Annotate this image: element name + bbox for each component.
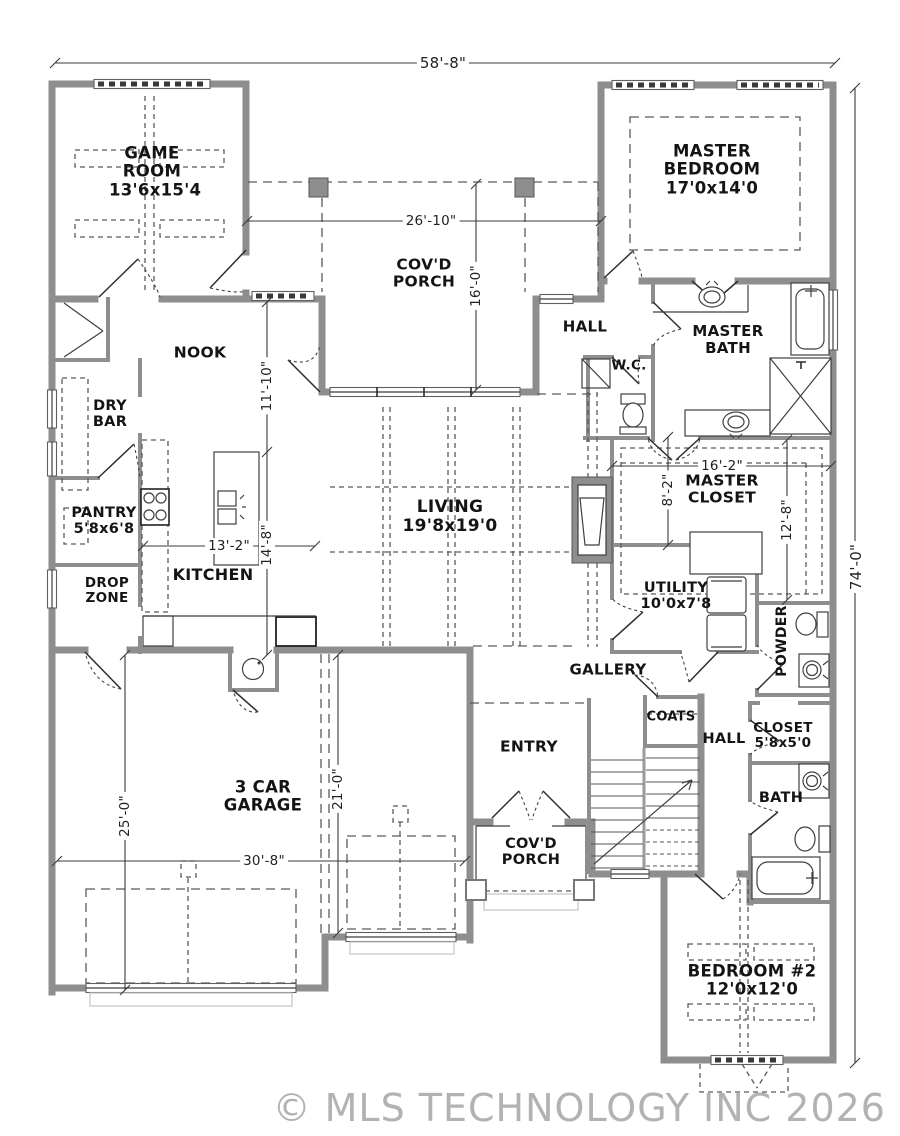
garage-doors bbox=[85, 931, 457, 1007]
room-label-coats: COATS bbox=[636, 709, 706, 726]
room-label-master-closet: MASTER CLOSET bbox=[672, 471, 772, 508]
room-dims: 17'0x14'0 bbox=[665, 178, 759, 198]
room-name: BEDROOM #2 bbox=[687, 961, 817, 981]
dim-closet-width: 16'-2" bbox=[698, 458, 746, 474]
room-label-dry-bar: DRY BAR bbox=[84, 398, 136, 430]
room-name: GALLERY bbox=[569, 660, 647, 679]
dim-garage-depth2: 21'-0" bbox=[330, 765, 346, 813]
dim-nook: 11'-10" bbox=[259, 357, 275, 415]
garage-dashes bbox=[85, 654, 456, 985]
porch-post bbox=[573, 879, 595, 901]
room-dims: 19'8x19'0 bbox=[402, 516, 498, 536]
dim-overall-height: 74'-0" bbox=[847, 540, 865, 594]
dim-closet-depth1: 8'-2" bbox=[660, 470, 676, 510]
room-label-hall-lower: HALL bbox=[689, 731, 759, 747]
fireplace bbox=[571, 476, 613, 564]
room-name: MASTER BEDROOM bbox=[663, 141, 761, 179]
dim-overall-width: 58'-8" bbox=[416, 54, 470, 72]
room-name: PANTRY bbox=[71, 504, 137, 521]
room-label-wc: W.C. bbox=[599, 358, 659, 373]
porch-post bbox=[465, 879, 487, 901]
porch-post bbox=[308, 177, 329, 198]
room-label-covd-porch-top: COV'D PORCH bbox=[384, 255, 464, 292]
dim-kitchen-width: 13'-2" bbox=[205, 538, 253, 554]
covered-porch-outline-top bbox=[248, 177, 599, 395]
ceiling-dashes-bedroom2 bbox=[687, 880, 815, 1053]
dim-garage-depth1: 25'-0" bbox=[117, 792, 133, 840]
room-label-covd-porch-bottom: COV'D PORCH bbox=[496, 836, 566, 868]
walk-in-shower bbox=[769, 357, 832, 435]
room-dims: 5'8x5'0 bbox=[754, 735, 812, 751]
bath2-fixtures bbox=[751, 763, 831, 900]
copyright-watermark: © MLS TECHNOLOGY INC 2026 bbox=[272, 1086, 886, 1130]
room-dims: 5'8x6'8 bbox=[73, 521, 135, 537]
room-label-nook: NOOK bbox=[160, 344, 240, 361]
room-dims: 12'0x12'0 bbox=[705, 980, 799, 999]
room-label-hall-upper: HALL bbox=[550, 317, 620, 336]
room-name: MASTER CLOSET bbox=[685, 471, 759, 507]
room-label-entry: ENTRY bbox=[484, 738, 574, 755]
room-label-powder: POWDER bbox=[774, 596, 791, 686]
room-label-garage: 3 CAR GARAGE bbox=[217, 777, 309, 816]
dim-kitchen-depth: 14'-8" bbox=[259, 521, 275, 569]
room-name: MASTER BATH bbox=[692, 322, 764, 357]
room-label-bath: BATH bbox=[746, 790, 816, 806]
room-name: COV'D PORCH bbox=[501, 835, 561, 868]
bedroom2-stoop bbox=[699, 1063, 789, 1093]
gallery-dashes bbox=[470, 645, 586, 704]
room-name: CLOSET bbox=[753, 719, 813, 736]
dim-porch-depth: 16'-0" bbox=[468, 262, 484, 310]
room-name: COATS bbox=[646, 709, 696, 725]
room-dims: 13'6x15'4 bbox=[109, 180, 202, 200]
linen-closet bbox=[581, 358, 611, 389]
room-name: KITCHEN bbox=[172, 565, 254, 585]
room-label-drop-zone: DROP ZONE bbox=[81, 574, 133, 606]
room-name: BATH bbox=[758, 789, 804, 806]
room-dims: 10'0x7'8 bbox=[640, 596, 712, 612]
dim-garage-width: 30'-8" bbox=[240, 853, 288, 869]
ceiling-dashes-game-room bbox=[74, 96, 225, 290]
room-name: 3 CAR GARAGE bbox=[223, 777, 303, 815]
drop-zone-cabinet bbox=[275, 616, 317, 647]
windows bbox=[46, 78, 839, 1066]
room-name: DRY BAR bbox=[92, 397, 128, 430]
toilet-wc bbox=[619, 393, 647, 435]
room-name: DROP ZONE bbox=[84, 574, 130, 606]
room-label-kitchen: KITCHEN bbox=[158, 566, 268, 584]
room-name: UTILITY bbox=[643, 579, 709, 596]
stairs bbox=[591, 757, 700, 869]
master-bath-fixtures bbox=[653, 280, 832, 439]
dim-closet-depth2: 12'-8" bbox=[779, 496, 795, 544]
ceiling-beams-living bbox=[330, 392, 598, 647]
powder-fixtures bbox=[795, 611, 830, 688]
room-name: W.C. bbox=[611, 357, 647, 374]
doors bbox=[84, 249, 784, 900]
bathtub bbox=[790, 282, 830, 356]
room-name: LIVING bbox=[416, 496, 484, 517]
room-name: POWDER bbox=[774, 605, 791, 677]
room-name: GAME ROOM bbox=[122, 143, 182, 181]
water-heater bbox=[241, 657, 265, 681]
room-name: NOOK bbox=[173, 343, 227, 362]
washer-dryer bbox=[689, 531, 763, 652]
room-name: HALL bbox=[562, 317, 608, 336]
room-name: ENTRY bbox=[500, 737, 558, 756]
porch-post bbox=[514, 177, 535, 198]
room-label-master-bath: MASTER BATH bbox=[683, 323, 773, 357]
room-name: COV'D PORCH bbox=[392, 255, 456, 291]
interior-walls bbox=[48, 277, 837, 906]
entry-porch bbox=[465, 825, 595, 911]
room-label-gallery: GALLERY bbox=[558, 660, 658, 679]
room-name: HALL bbox=[702, 730, 746, 747]
dim-porch-width: 26'-10" bbox=[402, 213, 460, 229]
